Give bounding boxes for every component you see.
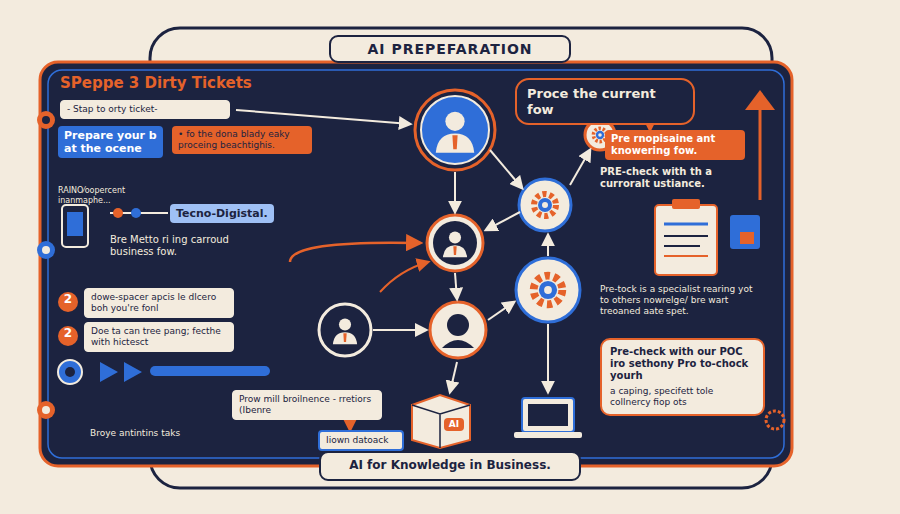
- note-label: Pre-tock is a specialist rearing yot to …: [600, 284, 755, 316]
- caption: AI for Knowledge in Business.: [349, 458, 551, 472]
- box-text: Prow mill broilnence - rretiors (Ibenre: [239, 394, 375, 416]
- process-box: Pre rnopisaine ant knowering fow.: [605, 130, 745, 160]
- process-box: Iiown datoack: [318, 430, 404, 451]
- box-text: Doe ta can tree pang; fecthe with hictes…: [91, 326, 227, 348]
- heading-box: Proce the current fow: [515, 78, 695, 125]
- box-text: a caping, specifett tole collnercy fiop …: [610, 386, 755, 408]
- note-label: PRE-check with th a curroralt ustiance.: [600, 166, 750, 190]
- note-label: RAINO⁄oopercent inanmaphe...: [58, 186, 163, 205]
- box-text: Pre rnopisaine ant knowering fow.: [611, 133, 739, 157]
- connector: [349, 420, 351, 430]
- process-box: Prow mill broilnence - rretiors (Ibenre: [232, 390, 382, 420]
- note-box: • fo the dona blady eaky proceing beacht…: [172, 126, 312, 154]
- step-box: - Stap to orty ticket-: [60, 100, 230, 119]
- process-box: Prepare your b at the ocene: [58, 126, 163, 158]
- box-text: Iiown datoack: [326, 435, 396, 446]
- box-text: - Stap to orty ticket-: [67, 104, 223, 115]
- callout-number: 2: [58, 292, 78, 312]
- box-text: AI: [446, 419, 462, 430]
- box-text: 2: [58, 292, 78, 306]
- note-label: Broye antintins taks: [90, 428, 230, 439]
- box-text: dowe-spacer apcis le dlcero boh you're f…: [91, 292, 227, 314]
- box-text: Pre-check with our POC iro sethony Pro t…: [610, 346, 755, 382]
- box-text: • fo the dona blady eaky proceing beacht…: [178, 129, 306, 151]
- step-box: dowe-spacer apcis le dlcero boh you're f…: [84, 288, 234, 318]
- note-label: SPeppe 3 Dirty Tickets: [60, 74, 280, 92]
- note-label: Bre Metto ri ing carroud business fow.: [110, 234, 270, 258]
- callout-number: 2: [58, 326, 78, 346]
- box-text: 2: [58, 326, 78, 340]
- callout-box: Pre-check with our POC iro sethony Pro t…: [600, 338, 765, 416]
- process-box: Tecno-Digistal.: [170, 204, 274, 223]
- box-text: Tecno-Digistal.: [176, 207, 268, 220]
- box-text: Prepare your b at the ocene: [64, 129, 157, 155]
- box-text: Proce the current fow: [527, 86, 683, 117]
- ai-label-box: AI: [444, 418, 464, 431]
- title: AI PREPEFARATION: [367, 41, 532, 57]
- step-box: Doe ta can tree pang; fecthe with hictes…: [84, 322, 234, 352]
